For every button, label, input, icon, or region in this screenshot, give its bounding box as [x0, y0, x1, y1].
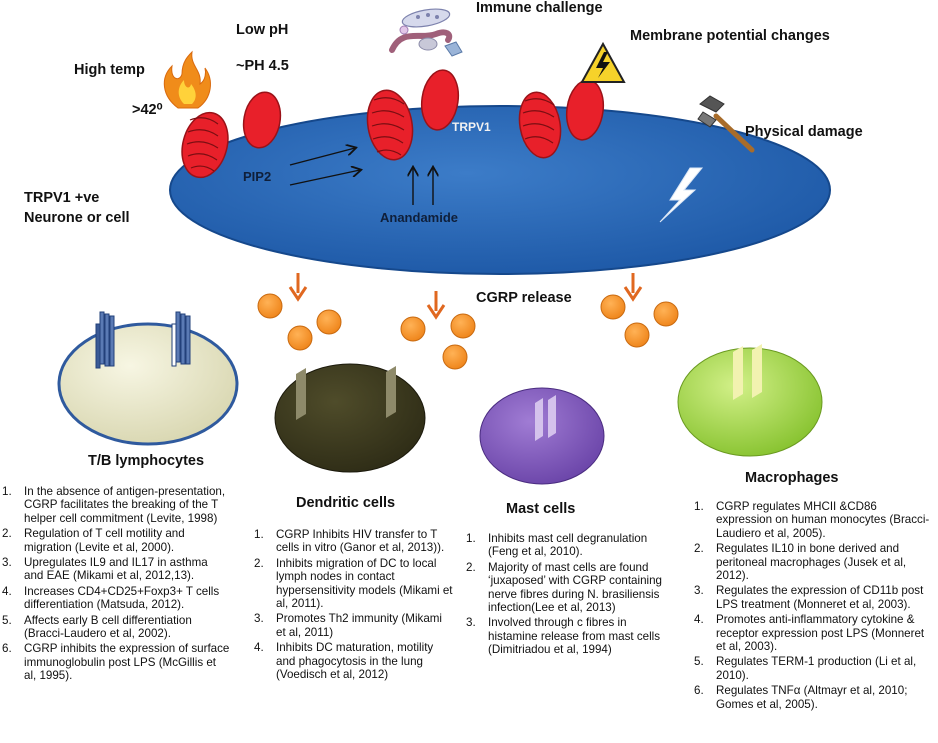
list-item: 2.Majority of mast cells are found ‘juxa…: [466, 560, 663, 615]
fire-icon: [163, 50, 211, 109]
ph-value-label: ~PH 4.5: [236, 58, 289, 74]
list-item: 5.Affects early B cell differentiation (…: [2, 613, 192, 641]
mast-cells-title: Mast cells: [506, 501, 576, 517]
high-temp-label: High temp: [74, 62, 145, 78]
list-item: 5.Regulates TERM-1 production (Li et al,…: [694, 655, 917, 682]
release-arrow-1: [288, 273, 308, 302]
trpv1-channel-left: [181, 91, 282, 179]
list-item: 1.Inhibits mast cell degranulation (Feng…: [466, 532, 648, 559]
list-item: 3.Promotes Th2 immunity (Mikami et al, 2…: [254, 612, 442, 639]
list-item: 1.In the absence of antigen-presentation…: [2, 485, 226, 525]
list-item: 4.Inhibits DC maturation, motility and p…: [254, 641, 434, 682]
macrophages-title: Macrophages: [745, 470, 839, 486]
trpv1-neuron: [169, 105, 831, 275]
list-item: 2.Inhibits migration of DC to local lymp…: [254, 556, 453, 611]
neuron-label-line2: Neurone or cell: [24, 210, 130, 226]
list-item: 4.Promotes anti-inflammatory cytokine & …: [694, 613, 925, 654]
dendritic-cells-title: Dendritic cells: [296, 495, 396, 511]
list-item: 3.Involved through c fibres in histamine…: [466, 616, 661, 657]
mast-notes-list: 1.Inhibits mast cell degranulation (Feng…: [466, 532, 670, 659]
macrophage-cell: [677, 344, 823, 457]
membrane-potential-label: Membrane potential changes: [630, 28, 830, 44]
list-item: 3.Upregulates IL9 and IL17 in asthma and…: [2, 556, 208, 583]
list-item: 1.CGRP Inhibits HIV transfer to T cells …: [254, 528, 445, 555]
trpv1-channel-label: TRPV1: [452, 120, 491, 134]
dc-notes-list: 1.CGRP Inhibits HIV transfer to T cells …: [254, 528, 454, 683]
hammer-icon: [697, 95, 755, 153]
cgrp-vesicles: [257, 293, 679, 370]
list-item: 1.CGRP regulates MHCII &CD86 expression …: [694, 500, 930, 540]
pip2-label: PIP2: [243, 169, 272, 184]
mac-notes-list: 1.CGRP regulates MHCII &CD86 expression …: [694, 500, 932, 713]
temp-value-label: >42⁰: [132, 102, 163, 118]
list-item: 6.CGRP inhibits the expression of surfac…: [2, 642, 230, 683]
trpv1-channel-center: [366, 69, 460, 161]
dendritic-cell: [274, 363, 426, 473]
release-arrow-3: [623, 273, 643, 302]
tb-lymphocytes-title: T/B lymphocytes: [88, 453, 205, 469]
release-arrow-2: [426, 291, 446, 320]
pathogen-icon: [389, 8, 463, 57]
cgrp-release-label: CGRP release: [476, 290, 572, 306]
lightning-icon: [659, 167, 704, 223]
immune-challenge-label: Immune challenge: [476, 0, 603, 16]
mast-cell: [479, 387, 605, 485]
list-item: 2.Regulation of T cell motility and migr…: [2, 527, 185, 554]
list-item: 3.Regulates the expression of CD11b post…: [694, 584, 924, 611]
tb-notes-list: 1.In the absence of antigen-presentation…: [2, 485, 230, 685]
trpv1-channel-right: [518, 79, 605, 159]
low-ph-label: Low pH: [236, 22, 289, 38]
warning-icon: [580, 41, 626, 83]
list-item: 4.Increases CD4+CD25+Foxp3+ T cells diff…: [2, 584, 220, 612]
physical-damage-label: Physical damage: [745, 124, 863, 140]
anandamide-label: Anandamide: [380, 210, 459, 225]
tb-lymphocyte-cell: [57, 311, 239, 446]
list-item: 6.Regulates TNFα (Altmayr et al, 2010; G…: [694, 684, 908, 711]
neuron-label-line1: TRPV1 +ve: [24, 190, 100, 206]
list-item: 2.Regulates IL10 in bone derived and per…: [694, 542, 907, 583]
